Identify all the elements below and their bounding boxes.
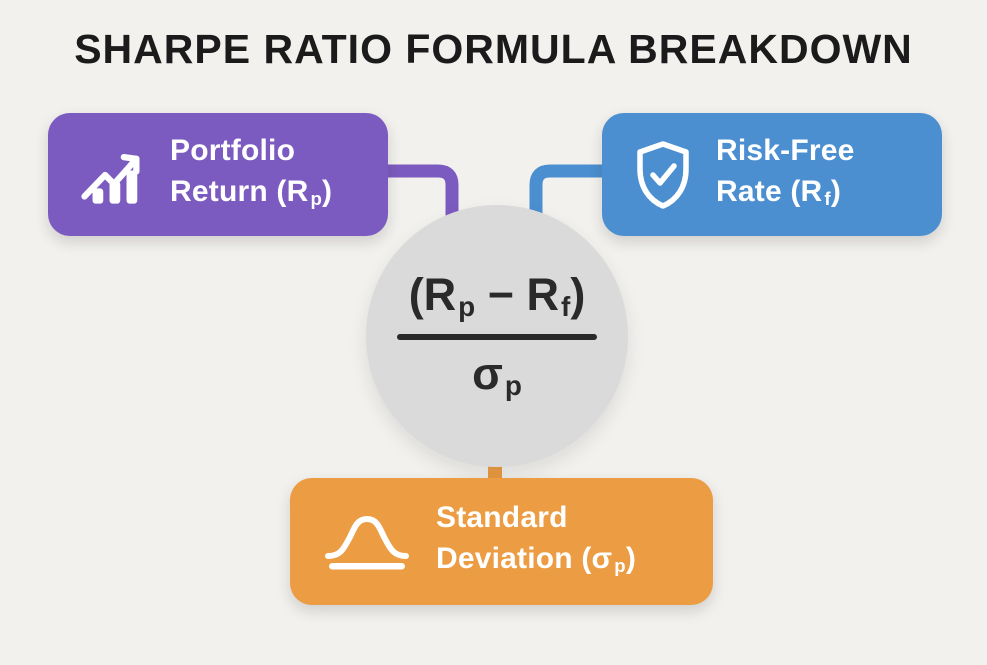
numerator-sub-f: f: [561, 291, 571, 323]
shield-check-icon: [632, 140, 694, 210]
fraction-bar: [397, 334, 597, 340]
risk-free-line2: Rate (R: [716, 174, 823, 208]
std-dev-subscript: p: [614, 555, 626, 577]
std-dev-line2: Deviation (σ: [436, 541, 613, 575]
portfolio-subscript: p: [310, 188, 323, 210]
numerator-close: ): [570, 268, 586, 320]
denominator-sigma: σ: [472, 348, 503, 399]
std-dev-line1: Standard: [436, 500, 568, 534]
denominator-sub-p: p: [504, 370, 522, 402]
formula-numerator: (Rp − Rf): [409, 272, 586, 321]
page-title: SHARPE RATIO FORMULA BREAKDOWN: [74, 26, 913, 72]
portfolio-line1: Portfolio: [170, 133, 296, 167]
portfolio-line2: Return (R: [170, 174, 309, 208]
risk-free-line1: Risk-Free: [716, 133, 855, 167]
risk-free-line2-close: ): [830, 174, 842, 208]
portfolio-line2-close: ): [322, 174, 333, 208]
bell-curve-icon: [324, 510, 410, 574]
numerator-open: (R: [408, 268, 457, 320]
risk-free-connector: [529, 164, 608, 252]
formula-circle: (Rp − Rf) σp: [366, 205, 628, 467]
formula-denominator: σp: [472, 351, 522, 400]
portfolio-connector: [380, 164, 459, 252]
risk-free-subscript: f: [824, 188, 831, 210]
numerator-minus: − R: [475, 268, 560, 320]
std-dev-line2-close: ): [625, 541, 637, 575]
numerator-sub-p: p: [458, 291, 476, 323]
bar-chart-trend-up-icon: [80, 145, 148, 205]
